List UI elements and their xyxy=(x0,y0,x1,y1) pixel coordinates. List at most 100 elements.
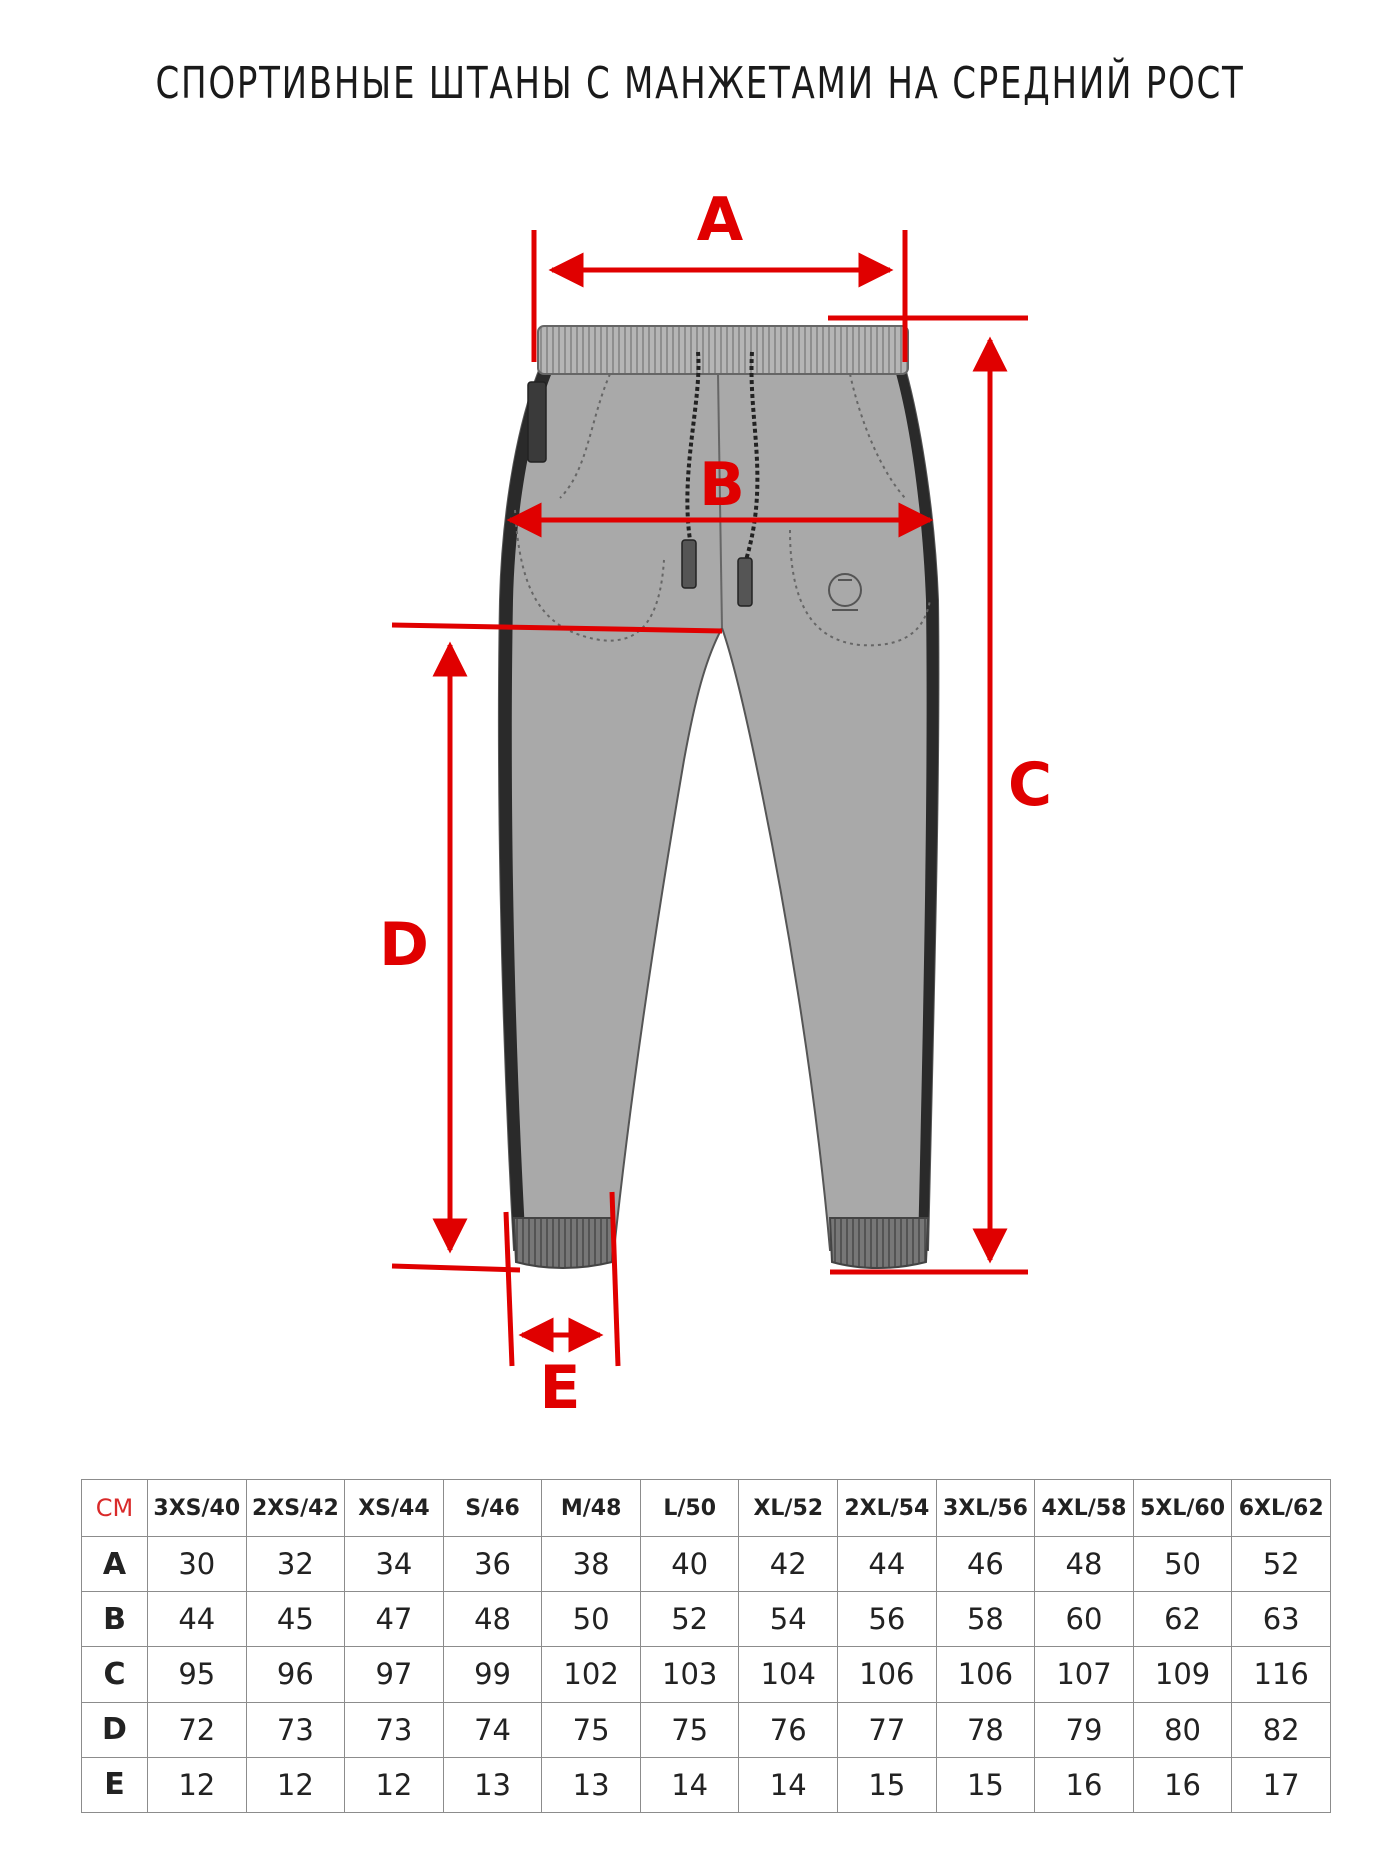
pants-diagram: A B C D E xyxy=(379,185,1052,1420)
left-pocket-outline xyxy=(559,373,611,499)
row-label: B xyxy=(81,1591,148,1648)
waistband xyxy=(537,325,909,375)
table-cell: 75 xyxy=(639,1701,740,1758)
drawstring-tip-right xyxy=(737,557,753,607)
table-cell: 45 xyxy=(245,1591,346,1648)
table-cell: 16 xyxy=(1132,1756,1233,1814)
table-cell: 44 xyxy=(147,1591,247,1648)
table-cell: 14 xyxy=(738,1756,839,1814)
table-cell: 79 xyxy=(1034,1701,1134,1758)
table-cell: 54 xyxy=(738,1591,839,1648)
table-cell: 42 xyxy=(738,1535,839,1593)
table-cell: 48 xyxy=(1034,1535,1134,1593)
table-cell: 36 xyxy=(442,1535,543,1593)
dimension-c-label: C xyxy=(1008,750,1052,820)
right-cuff xyxy=(828,1217,930,1269)
table-cell: 12 xyxy=(344,1756,444,1814)
table-cell: 12 xyxy=(147,1756,247,1814)
table-cell: 95 xyxy=(147,1646,247,1703)
brand-logo-icon xyxy=(828,573,862,611)
dimension-d: D xyxy=(379,622,723,1273)
row-label: E xyxy=(81,1756,148,1814)
table-cell: 109 xyxy=(1132,1646,1233,1703)
dimension-e-label: E xyxy=(540,1353,581,1420)
table-cell: 40 xyxy=(639,1535,740,1593)
table-cell: 78 xyxy=(935,1701,1036,1758)
table-cell: 99 xyxy=(442,1646,543,1703)
table-cell: 76 xyxy=(738,1701,839,1758)
table-cell: 47 xyxy=(344,1591,444,1648)
row-label: C xyxy=(81,1646,148,1703)
dimension-b-label: B xyxy=(699,450,745,520)
table-cell: 60 xyxy=(1034,1591,1134,1648)
size-header: S/46 xyxy=(442,1479,543,1537)
dimension-c: C xyxy=(828,315,1052,1275)
table-cell: 50 xyxy=(541,1591,641,1648)
dimension-d-label: D xyxy=(379,910,429,980)
table-cell: 74 xyxy=(442,1701,543,1758)
table-cell: 38 xyxy=(541,1535,641,1593)
table-cell: 16 xyxy=(1034,1756,1134,1814)
left-pocket-bag xyxy=(514,509,665,642)
table-cell: 80 xyxy=(1132,1701,1233,1758)
table-cell: 73 xyxy=(245,1701,346,1758)
table-cell: 32 xyxy=(245,1535,346,1593)
table-cell: 96 xyxy=(245,1646,346,1703)
table-cell: 103 xyxy=(639,1646,740,1703)
row-label: A xyxy=(81,1535,148,1593)
left-side-stripe xyxy=(498,368,553,1250)
fly-seam xyxy=(717,373,723,629)
size-header: XS/44 xyxy=(344,1479,444,1537)
table-cell: 102 xyxy=(541,1646,641,1703)
table-cell: 13 xyxy=(442,1756,543,1814)
table-cell: 52 xyxy=(639,1591,740,1648)
size-header: 6XL/62 xyxy=(1231,1479,1331,1537)
size-header-row: СМ 3XS/40 2XS/42 XS/44 S/46 M/48 L/50 XL… xyxy=(81,1479,1331,1537)
table-cell: 63 xyxy=(1231,1591,1331,1648)
table-cell: 15 xyxy=(935,1756,1036,1814)
right-pocket-outline xyxy=(849,373,906,499)
size-header: L/50 xyxy=(639,1479,740,1537)
dimension-e: E xyxy=(503,1191,621,1420)
size-header: 2XL/54 xyxy=(837,1479,937,1537)
size-header: XL/52 xyxy=(738,1479,839,1537)
table-cell: 56 xyxy=(837,1591,937,1648)
size-header: 3XS/40 xyxy=(147,1479,247,1537)
size-table: СМ 3XS/40 2XS/42 XS/44 S/46 M/48 L/50 XL… xyxy=(81,1479,1331,1814)
dimension-a-label: A xyxy=(697,185,744,255)
table-cell: 82 xyxy=(1231,1701,1331,1758)
table-cell: 44 xyxy=(837,1535,937,1593)
table-cell: 48 xyxy=(442,1591,543,1648)
table-cell: 30 xyxy=(147,1535,247,1593)
table-cell: 77 xyxy=(837,1701,937,1758)
dimension-b: B xyxy=(506,450,934,538)
drawstring-tip-left xyxy=(681,539,697,589)
table-cell: 116 xyxy=(1231,1646,1331,1703)
unit-cell: СМ xyxy=(81,1479,148,1537)
page-title: СПОРТИВНЫЕ ШТАНЫ С МАНЖЕТАМИ НА СРЕДНИЙ … xyxy=(155,58,1245,109)
table-cell: 73 xyxy=(344,1701,444,1758)
table-cell: 104 xyxy=(738,1646,839,1703)
table-cell: 106 xyxy=(935,1646,1036,1703)
table-cell: 75 xyxy=(541,1701,641,1758)
size-header: M/48 xyxy=(541,1479,641,1537)
table-cell: 62 xyxy=(1132,1591,1233,1648)
left-cuff xyxy=(512,1217,616,1269)
size-header: 3XL/56 xyxy=(935,1479,1036,1537)
table-cell: 14 xyxy=(639,1756,740,1814)
table-cell: 13 xyxy=(541,1756,641,1814)
right-side-stripe xyxy=(895,368,939,1250)
table-cell: 15 xyxy=(837,1756,937,1814)
table-cell: 58 xyxy=(935,1591,1036,1648)
drawstring-right xyxy=(744,351,760,561)
right-pocket-bag xyxy=(789,529,931,647)
size-header: 2XS/42 xyxy=(245,1479,346,1537)
zip-pocket xyxy=(527,381,547,463)
table-cell: 52 xyxy=(1231,1535,1331,1593)
table-cell: 34 xyxy=(344,1535,444,1593)
